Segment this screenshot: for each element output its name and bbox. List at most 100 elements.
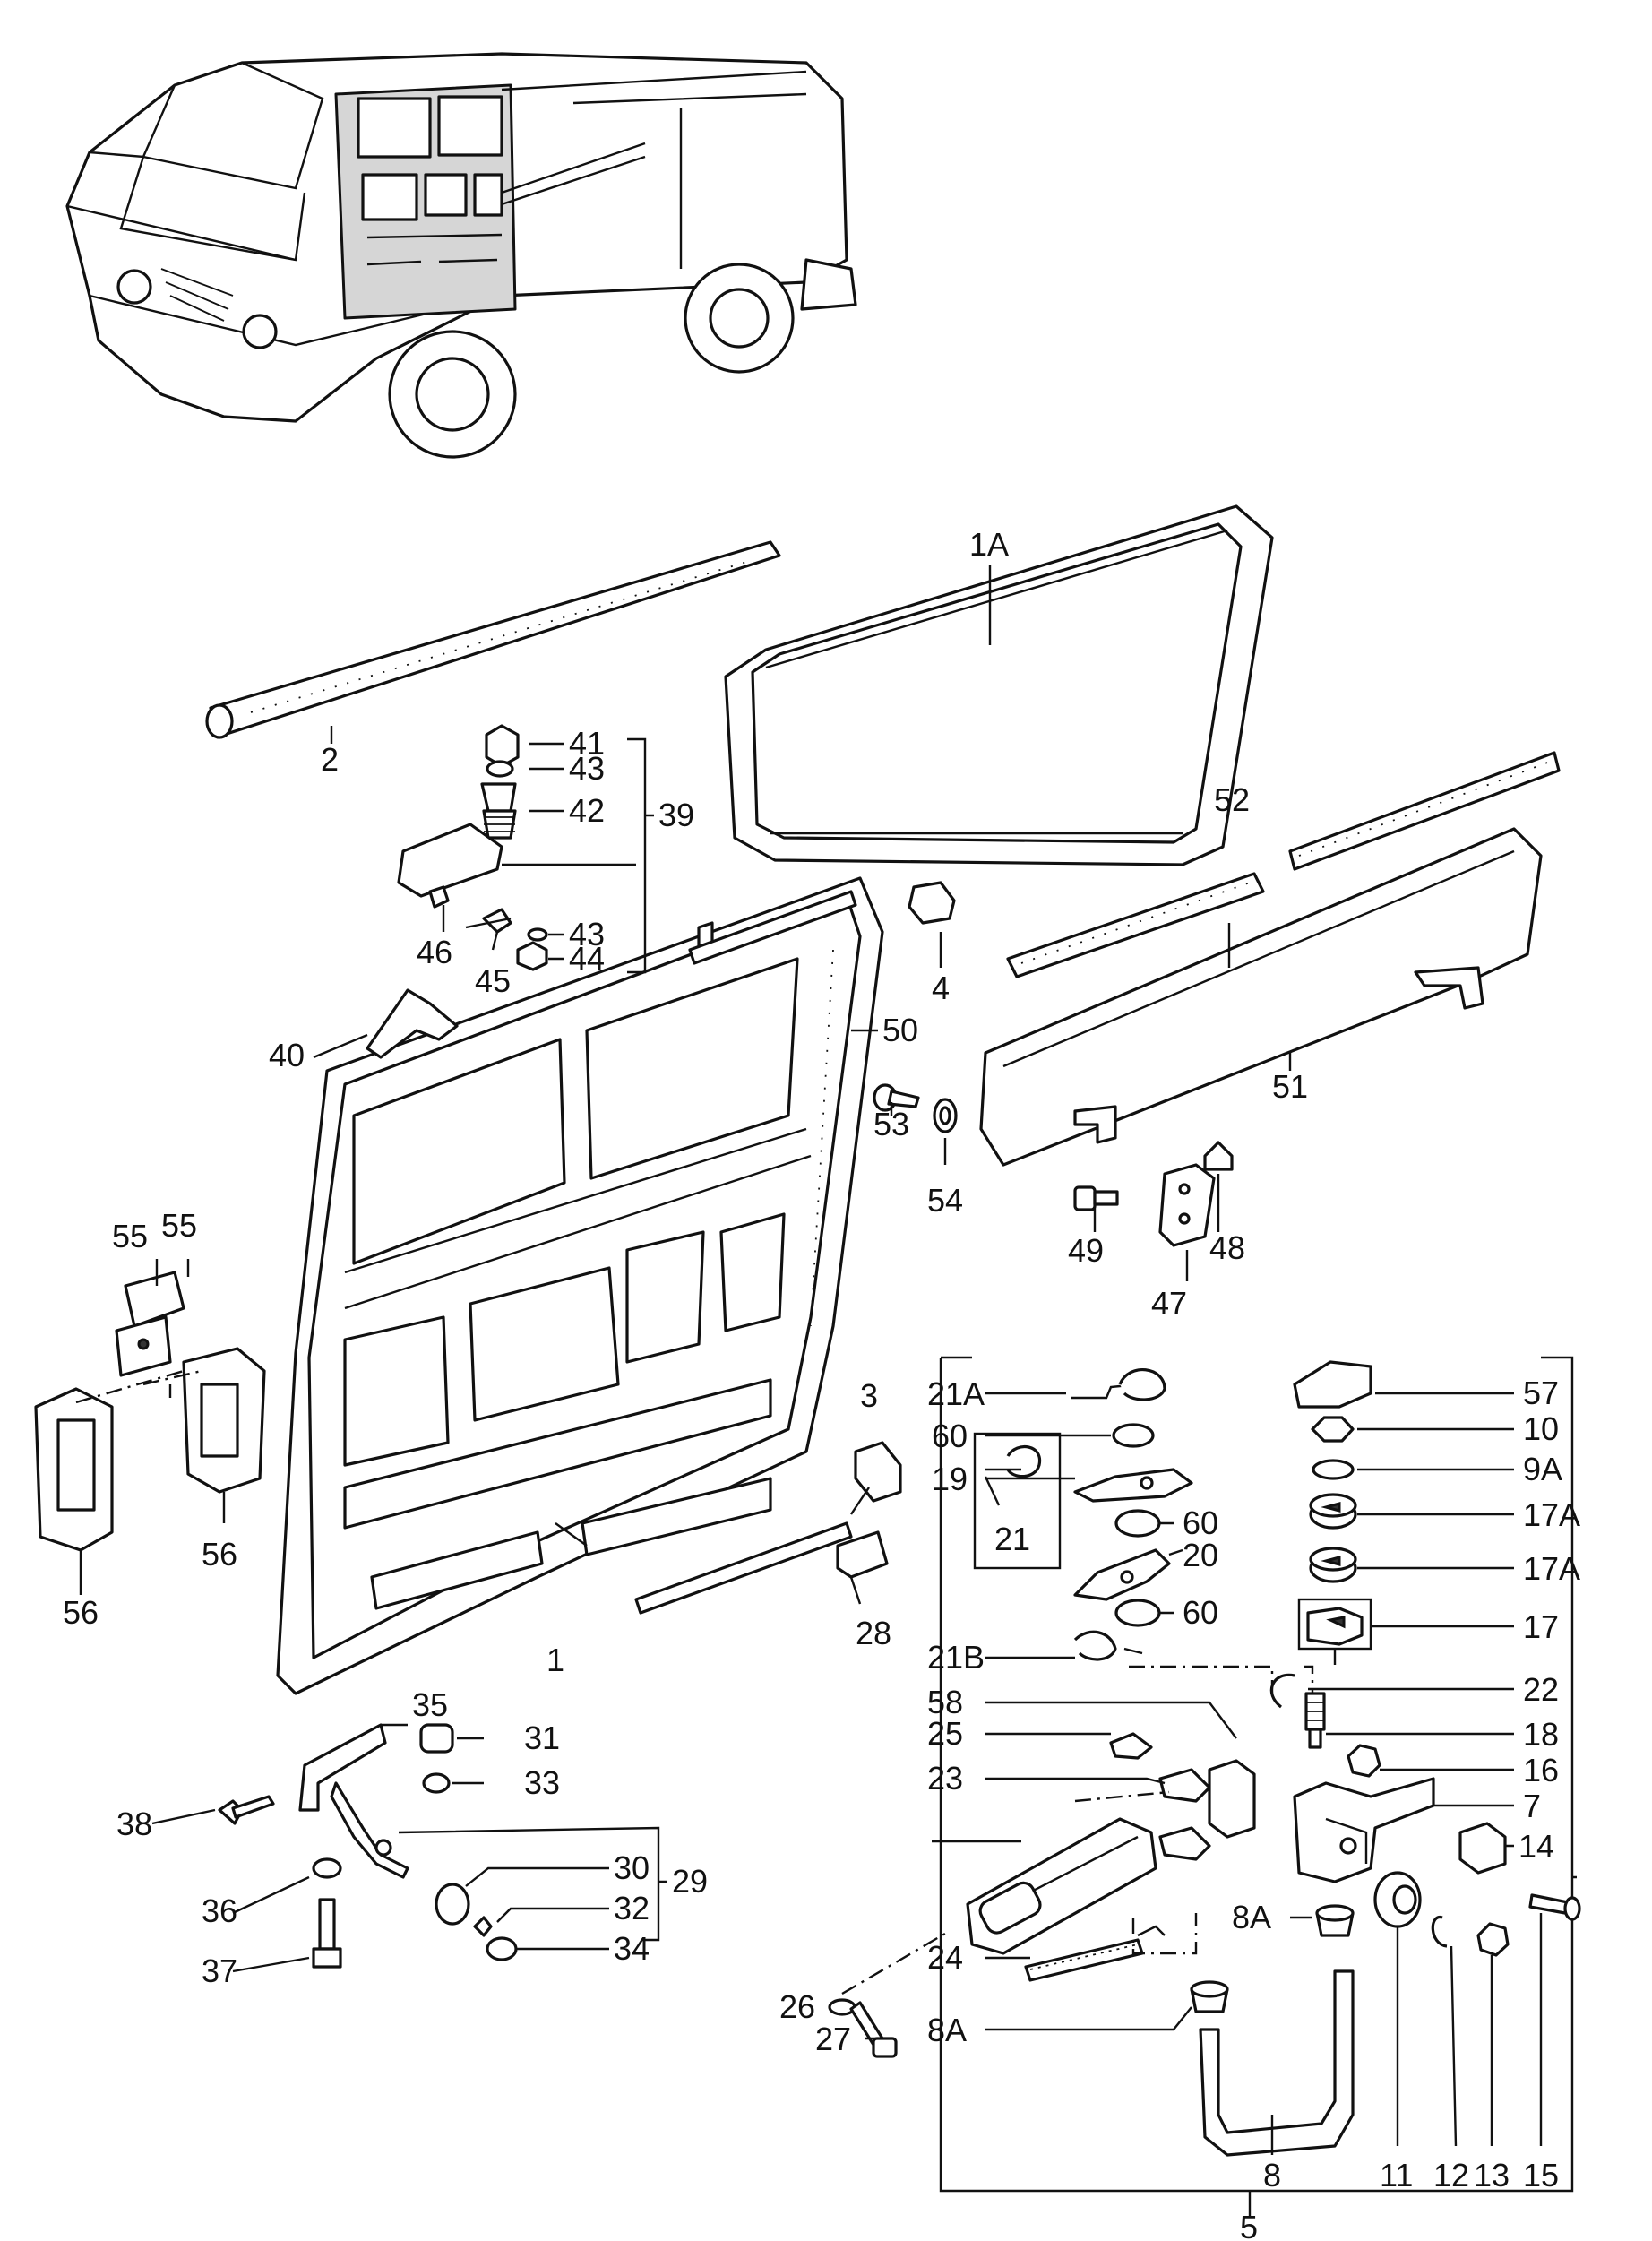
label-32: 32 (614, 1890, 650, 1926)
washer-26 (828, 1998, 856, 2016)
label-49: 49 (1068, 1232, 1104, 1269)
label-60-c: 60 (1183, 1594, 1218, 1631)
label-31: 31 (524, 1720, 560, 1756)
clip-nut (1203, 1141, 1234, 1171)
label-18: 18 (1523, 1716, 1559, 1753)
guide-56-right (182, 1347, 266, 1494)
label-56-a: 56 (63, 1594, 99, 1631)
label-39: 39 (658, 797, 694, 833)
leader-lines (75, 565, 1577, 2155)
lever-20 (1073, 1548, 1171, 1601)
label-48: 48 (1209, 1229, 1245, 1266)
label-37: 37 (202, 1952, 237, 1989)
label-8: 8 (1263, 2157, 1281, 2194)
label-17: 17 (1523, 1608, 1559, 1645)
label-3: 3 (860, 1377, 878, 1414)
label-53: 53 (873, 1106, 909, 1142)
label-45: 45 (475, 962, 511, 999)
label-29: 29 (672, 1863, 708, 1900)
label-43-b: 43 (569, 916, 605, 952)
label-13: 13 (1474, 2157, 1510, 2194)
label-40: 40 (269, 1037, 305, 1073)
bracket-58 (1208, 1759, 1256, 1839)
bolt-15 (1528, 1893, 1581, 1921)
bracket-40 (366, 988, 459, 1059)
bushings-8A (1190, 1904, 1355, 2013)
label-14: 14 (1519, 1828, 1554, 1865)
label-22: 22 (1523, 1671, 1559, 1708)
label-51: 51 (1272, 1068, 1308, 1105)
label-60-a: 60 (932, 1418, 968, 1454)
lever-arm (966, 1817, 1157, 1955)
label-12: 12 (1433, 2157, 1469, 2194)
label-30: 30 (614, 1849, 650, 1886)
label-24: 24 (927, 1939, 963, 1976)
label-54: 54 (927, 1182, 963, 1219)
label-27: 27 (815, 2021, 851, 2057)
label-55-b: 55 (161, 1207, 197, 1244)
cap-57 (1293, 1360, 1372, 1409)
nut-13 (1476, 1922, 1510, 1957)
label-17A-a: 17A (1523, 1496, 1580, 1533)
nut-16 (1347, 1744, 1381, 1778)
sliding-door-panel (276, 876, 884, 1695)
label-10: 10 (1523, 1410, 1559, 1447)
label-28: 28 (856, 1615, 891, 1651)
upper-rail-strip (205, 540, 781, 739)
label-55-a: 55 (112, 1218, 148, 1254)
lock-rod-8 (1199, 1969, 1355, 2157)
lower-guide-rail (979, 827, 1543, 1167)
buffer-3 (854, 1441, 902, 1503)
pin-18 (1304, 1692, 1326, 1749)
label-38: 38 (116, 1806, 152, 1842)
lock-mechanism-group (939, 1356, 1574, 2218)
label-60-b: 60 (1183, 1504, 1218, 1541)
label-8A-a: 8A (1232, 1899, 1271, 1935)
label-25: 25 (927, 1715, 963, 1752)
label-21B: 21B (927, 1639, 985, 1676)
guide-56-left (34, 1387, 114, 1552)
spring-21A (1071, 1368, 1166, 1401)
label-52: 52 (1214, 781, 1250, 818)
clip-12 (1431, 1916, 1448, 1948)
label-16: 16 (1523, 1752, 1559, 1788)
van-illustration (65, 52, 857, 459)
label-35: 35 (412, 1686, 448, 1723)
bolt-27 (849, 2001, 898, 2058)
label-58: 58 (927, 1684, 963, 1720)
bushings-17A (1309, 1493, 1357, 1583)
label-34: 34 (614, 1930, 650, 1967)
lock-striker-55 (115, 1271, 185, 1377)
block-17 (1297, 1598, 1372, 1651)
label-56-b: 56 (202, 1536, 237, 1573)
hex-bolt-49 (1073, 1185, 1119, 1211)
label-50: 50 (882, 1012, 918, 1048)
side-trim-strips (1006, 751, 1561, 978)
striker-assembly (397, 724, 548, 971)
washer-9A (1312, 1459, 1355, 1480)
label-1A: 1A (969, 526, 1009, 563)
label-4: 4 (932, 970, 950, 1006)
roller-bracket (1158, 1163, 1216, 1247)
label-20: 20 (1183, 1537, 1218, 1573)
label-33: 33 (524, 1764, 560, 1801)
label-1: 1 (546, 1642, 564, 1678)
label-11: 11 (1380, 2157, 1413, 2194)
block-14 (1458, 1822, 1507, 1875)
plates-23 (1158, 1768, 1211, 1861)
buffer-4 (908, 881, 956, 925)
label-46: 46 (417, 934, 452, 970)
label-7: 7 (1523, 1788, 1541, 1824)
label-23: 23 (927, 1760, 963, 1797)
roller-11 (1373, 1871, 1422, 1928)
label-36: 36 (202, 1892, 237, 1929)
washer-54 (933, 1098, 958, 1133)
washers-60 (1112, 1423, 1161, 1627)
part-number-labels: 1 1A 2 3 4 5 7 8 8A 8A 9A 10 11 12 13 14… (63, 526, 1580, 2241)
label-21: 21 (994, 1521, 1030, 1557)
lock-housing-7 (1293, 1777, 1435, 1883)
label-17A-b: 17A (1523, 1550, 1580, 1587)
label-21A: 21A (927, 1375, 985, 1412)
door-seal-strip (634, 890, 857, 1615)
